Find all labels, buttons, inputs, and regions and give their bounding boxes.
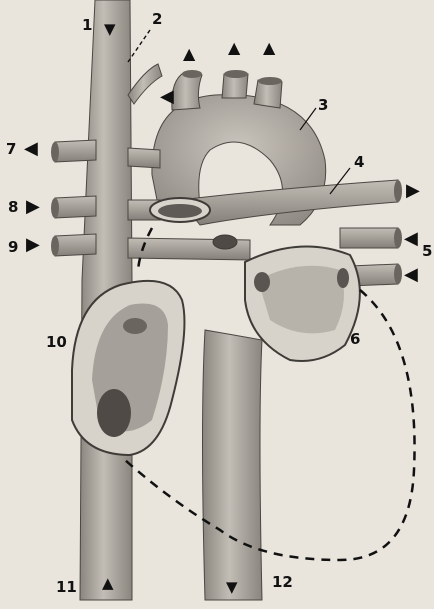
arrow-up-icon: ▲ [228,40,240,56]
label-5: 5 [422,244,432,259]
arrow-up-icon: ▲ [183,46,195,62]
label-11: 11 [56,580,77,595]
label-4: 4 [354,155,364,170]
arrow-left-icon: ◀ [404,266,418,284]
label-10: 10 [46,335,67,350]
right-vertical-trunk [203,330,263,600]
label-7: 7 [6,142,16,157]
left-branch-8 [55,196,96,218]
label-2: 2 [152,12,162,27]
arrow-down-icon: ▼ [226,580,238,595]
label-9: 9 [8,240,18,255]
arrow-up-icon: ▲ [102,576,114,591]
connector-upper [128,148,160,168]
arrow-up-icon: ▲ [263,40,275,56]
arrow-left-icon: ◀ [404,230,418,248]
arrow-left-icon: ◀ [24,140,38,158]
label-8: 8 [8,200,18,215]
left-branch-9 [55,234,96,256]
label-3: 3 [318,98,328,113]
arrow-down-icon: ▼ [104,22,116,37]
left-branch-7 [55,140,96,162]
label-12: 12 [272,575,293,590]
arrow-right-icon: ▶ [26,236,40,254]
upper-small-branch [128,64,162,104]
label-1: 1 [82,18,92,33]
arch-branch-1 [172,72,202,110]
right-branch-5a [340,228,398,248]
arrow-right-icon: ▶ [406,182,420,200]
label-6: 6 [350,332,360,347]
small-ostium [213,235,237,249]
arrow-left-icon: ◀ [160,88,174,106]
leader-2 [128,30,150,62]
arrow-right-icon: ▶ [26,198,40,216]
